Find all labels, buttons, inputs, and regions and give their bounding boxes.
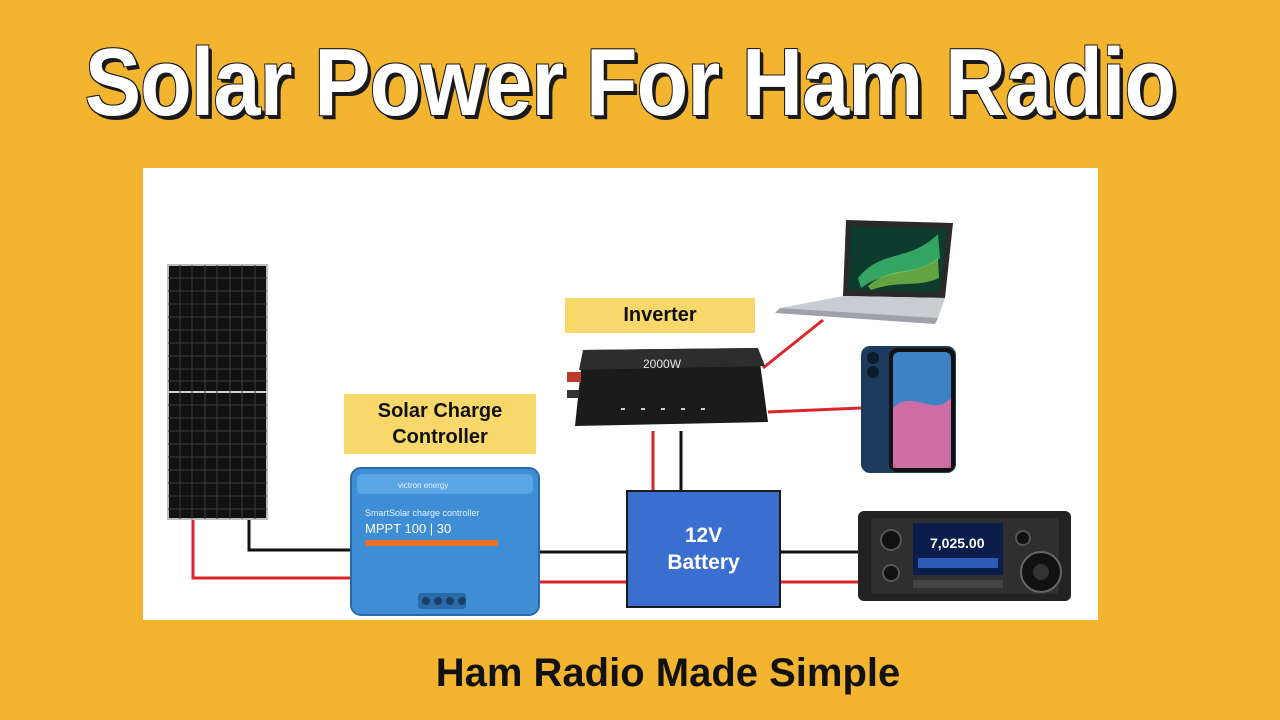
diagram-panel: victron energy SmartSolar charge control… bbox=[143, 168, 1098, 620]
charge-controller-icon: victron energy SmartSolar charge control… bbox=[350, 467, 540, 616]
inverter-rating: 2000W bbox=[643, 357, 682, 371]
charge-controller-label: Solar Charge Controller bbox=[344, 394, 536, 454]
controller-brand: victron energy bbox=[398, 481, 448, 490]
ham-radio-transceiver-icon: 7,025.00 bbox=[858, 511, 1071, 601]
wire-inverter-laptop bbox=[762, 318, 824, 370]
inverter-icon: 2000W bbox=[567, 348, 768, 426]
wires bbox=[191, 318, 862, 584]
controller-line: SmartSolar charge controller bbox=[365, 508, 480, 518]
battery-label-line1: 12V bbox=[684, 524, 723, 547]
laptop-icon bbox=[775, 220, 953, 324]
inverter-label: Inverter bbox=[565, 298, 755, 333]
controller-model: MPPT 100 | 30 bbox=[365, 521, 451, 536]
wire-panel-negative bbox=[247, 518, 358, 552]
channel-footer: Ham Radio Made Simple bbox=[435, 651, 901, 695]
smartphone-icon bbox=[861, 346, 956, 473]
wire-panel-positive bbox=[191, 518, 358, 580]
battery-box: 12V Battery bbox=[626, 490, 781, 608]
radio-frequency: 7,025.00 bbox=[930, 535, 985, 551]
wiring-diagram: victron energy SmartSolar charge control… bbox=[167, 220, 1071, 616]
wire-inverter-phone bbox=[767, 406, 862, 414]
solar-panel-icon bbox=[167, 264, 268, 520]
charge-controller-label-line1: Solar Charge bbox=[377, 400, 503, 422]
page-title: Solar Power For Ham Radio bbox=[84, 29, 1176, 136]
battery-label-line2: Battery bbox=[667, 551, 740, 574]
charge-controller-label-line2: Controller bbox=[392, 426, 488, 448]
